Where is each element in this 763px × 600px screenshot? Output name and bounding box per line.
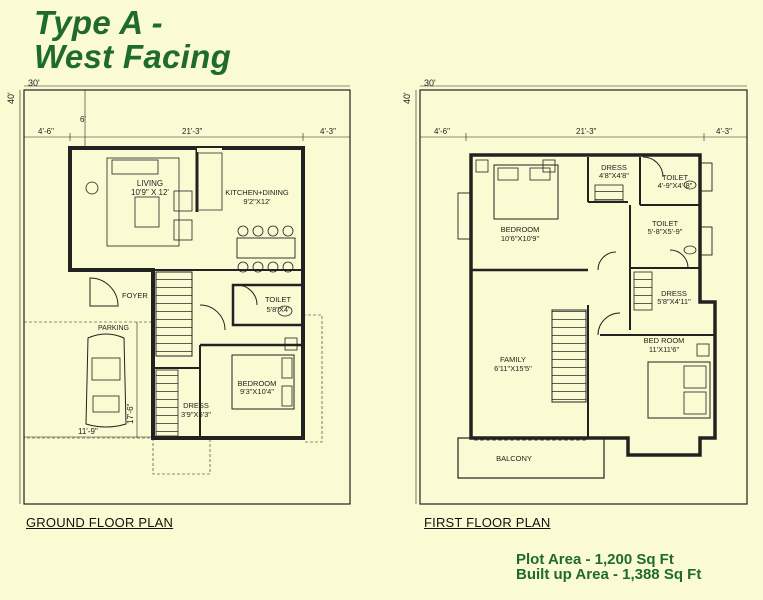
ff-dim-right-setback: 4'-3": [716, 127, 732, 136]
ff-dim-left-setback: 4'-6": [434, 127, 450, 136]
ff-toilet2-name: TOILET: [652, 219, 679, 228]
ff-plot-boundary: [419, 89, 748, 505]
first-floor-labels: 30' 40' 4'-6" 21'-3" 4'-3" DRESS 4'8"X4'…: [402, 78, 732, 463]
gf-kitchen-name: KITCHEN+DINING: [225, 188, 289, 197]
ff-bedroom2-size: 11'X11'6": [649, 345, 680, 354]
plot-area: Plot Area - 1,200 Sq Ft: [516, 551, 674, 568]
gf-bed: [231, 354, 295, 410]
gf-kitchen-size: 9'2"X12': [243, 197, 271, 206]
gf-toilet-size: 5'8"X4': [266, 305, 290, 314]
gf-toilet-name: TOILET: [265, 295, 292, 304]
ff-dress2-name: DRESS: [661, 289, 687, 298]
gf-dim-right-setback: 4'-3": [320, 127, 336, 136]
gf-dim-parking-width: 11'-9": [78, 427, 98, 436]
gf-parking-name: PARKING: [98, 325, 129, 332]
ff-family-name: FAMILY: [500, 355, 526, 364]
gf-dim-front-setback: 6': [80, 115, 86, 124]
ff-toilet1-name: TOILET: [662, 173, 689, 182]
gf-dress-name: DRESS: [183, 401, 209, 410]
gf-living-size: 10'9" X 12': [131, 188, 169, 197]
gf-staircase: [155, 271, 193, 357]
first-floor-plan: [415, 85, 748, 505]
plan-title: Type A - West Facing: [34, 6, 231, 74]
ground-floor-labels: 30' 40' 4'-6" 21'-3" 4'-3" 6' 17'-6" 11'…: [6, 78, 336, 436]
gf-living-name: LIVING: [137, 179, 163, 188]
ff-dim-plot-depth: 40': [402, 92, 412, 104]
ff-balcony-name: BALCONY: [496, 454, 532, 463]
gf-dress-size: 3'9"X6'3": [181, 410, 211, 419]
ff-bed-2: [647, 361, 711, 419]
dining-table: [236, 237, 296, 259]
ground-floor-plan: [19, 85, 351, 505]
ff-dim-building-width: 21'-3": [576, 127, 597, 136]
title-line-2: West Facing: [34, 38, 232, 75]
gf-bedroom-name: BEDROOM: [238, 379, 277, 388]
gf-dim-parking-depth: 17'-6": [126, 403, 135, 424]
gf-dim-plot-depth: 40': [6, 92, 16, 104]
ff-staircase: [551, 309, 587, 403]
gf-dim-building-width: 21'-3": [182, 127, 203, 136]
balcony: [457, 437, 605, 479]
ff-family-size: 6'11"X15'5": [494, 364, 532, 373]
area-summary: Plot Area - 1,200 Sq Ft Built up Area - …: [516, 552, 701, 582]
first-floor-caption: FIRST FLOOR PLAN: [424, 515, 551, 530]
ff-bedroom1-size: 10'6"X10'9": [501, 234, 540, 243]
ff-bedroom1-name: BEDROOM: [501, 225, 540, 234]
gf-dim-left-setback: 4'-6": [38, 127, 54, 136]
ground-floor-caption: GROUND FLOOR PLAN: [26, 515, 174, 530]
gf-dim-plot-width: 30': [28, 78, 40, 88]
ff-dress1-size: 4'8"X4'8": [599, 171, 629, 180]
ff-dress1-name: DRESS: [601, 163, 627, 172]
gf-plot-boundary: [23, 89, 351, 505]
parked-car: [85, 333, 127, 428]
ff-bedroom2-name: BED ROOM: [644, 336, 685, 345]
gf-bedroom-size: 9'3"X10'4": [240, 387, 274, 396]
ff-toilet1-size: 4'-9"X4'-8": [658, 181, 693, 190]
built-area: Built up Area - 1,388 Sq Ft: [516, 566, 702, 583]
title-line-1: Type A -: [34, 4, 163, 41]
ff-dim-plot-width: 30': [424, 78, 436, 88]
ff-bed-1: [493, 164, 559, 220]
ff-dress2-size: 5'8"X4'11": [657, 297, 691, 306]
gf-foyer-name: FOYER: [122, 291, 148, 300]
ff-toilet2-size: 5'-8"X5'-9": [648, 227, 683, 236]
